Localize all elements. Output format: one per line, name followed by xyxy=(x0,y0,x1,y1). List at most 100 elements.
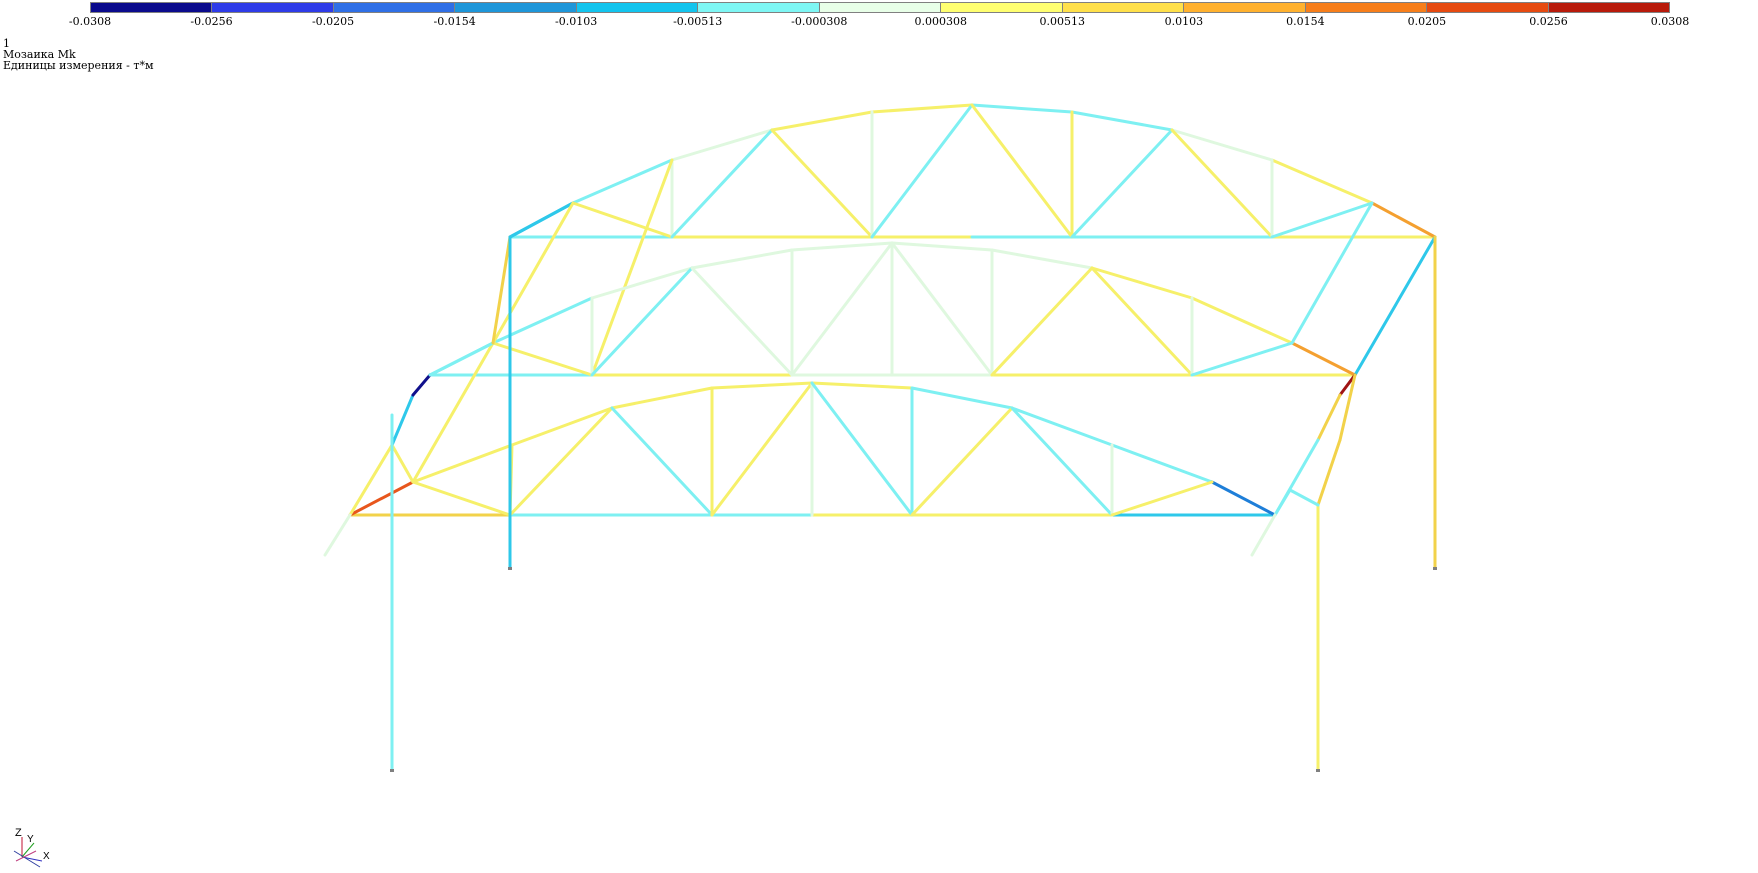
truss-member[interactable] xyxy=(510,406,614,447)
color-scale-segment xyxy=(1184,3,1306,12)
color-scale-tick: -0.0205 xyxy=(311,15,355,28)
truss-member[interactable] xyxy=(491,235,512,345)
truss-member[interactable] xyxy=(1290,201,1374,345)
color-scale-segment xyxy=(1548,3,1670,12)
truss-member[interactable] xyxy=(411,480,512,517)
truss-member[interactable] xyxy=(1210,480,1277,517)
truss-member[interactable] xyxy=(610,386,714,410)
truss-member[interactable] xyxy=(491,201,575,345)
truss-member[interactable] xyxy=(1090,266,1194,377)
truss-member[interactable] xyxy=(1250,513,1277,557)
truss-member[interactable] xyxy=(1270,201,1374,239)
color-scale-tick: -0.0256 xyxy=(190,15,233,28)
truss-member[interactable] xyxy=(970,103,1074,239)
truss-member[interactable] xyxy=(710,381,814,517)
truss-member[interactable] xyxy=(491,341,594,377)
color-scale-segment xyxy=(333,3,456,12)
truss-member[interactable] xyxy=(1370,201,1437,239)
truss-member[interactable] xyxy=(790,241,894,377)
truss-member[interactable] xyxy=(1273,488,1292,517)
truss-member[interactable] xyxy=(1190,296,1294,345)
truss-member[interactable] xyxy=(670,128,774,162)
color-scale-tick: 0.0308 xyxy=(1650,15,1690,28)
truss-member[interactable] xyxy=(590,158,674,377)
support-node[interactable] xyxy=(1316,769,1320,772)
color-scale-segment xyxy=(819,3,942,12)
truss-member[interactable] xyxy=(710,381,814,390)
mosaic-title: Мозаика Mk xyxy=(3,48,76,61)
truss-member[interactable] xyxy=(1353,235,1437,377)
truss-member[interactable] xyxy=(571,201,674,239)
truss-member[interactable] xyxy=(1110,480,1214,517)
truss-member[interactable] xyxy=(810,381,914,390)
truss-member[interactable] xyxy=(790,241,894,252)
truss-member[interactable] xyxy=(910,406,1014,517)
units-label: Единицы измерения - т*м xyxy=(3,59,154,72)
truss-member[interactable] xyxy=(810,381,914,517)
truss-member[interactable] xyxy=(1338,373,1357,397)
truss-member[interactable] xyxy=(1010,406,1114,447)
truss-member[interactable] xyxy=(508,406,614,517)
color-scale-tick: 0.000308 xyxy=(914,15,968,28)
truss-member[interactable] xyxy=(1170,128,1274,239)
truss-member[interactable] xyxy=(890,241,994,252)
truss-member[interactable] xyxy=(491,296,594,345)
truss-member[interactable] xyxy=(1090,266,1194,300)
truss-member[interactable] xyxy=(770,128,874,239)
support-node[interactable] xyxy=(390,769,394,772)
truss-member[interactable] xyxy=(1338,373,1357,442)
truss-member[interactable] xyxy=(870,103,974,114)
truss-member[interactable] xyxy=(1170,128,1274,162)
support-node[interactable] xyxy=(508,567,512,570)
truss-member[interactable] xyxy=(390,393,415,447)
truss-member[interactable] xyxy=(1270,158,1374,205)
truss-member[interactable] xyxy=(1316,393,1342,442)
axis-triad-icon: Z Y X xyxy=(13,827,50,868)
truss-member[interactable] xyxy=(770,110,874,132)
truss-member[interactable] xyxy=(411,341,495,484)
truss-member[interactable] xyxy=(1110,443,1214,484)
truss-member[interactable] xyxy=(348,480,415,517)
truss-member[interactable] xyxy=(870,103,974,239)
load-case-number: 1 xyxy=(3,37,10,50)
color-scale-bar xyxy=(90,2,1670,13)
truss-member[interactable] xyxy=(990,248,1094,270)
truss-member[interactable] xyxy=(1070,110,1174,132)
color-scale-tick: -0.000308 xyxy=(791,15,848,28)
truss-member[interactable] xyxy=(1290,341,1357,377)
truss-member[interactable] xyxy=(1010,406,1114,517)
support-node[interactable] xyxy=(1433,567,1437,570)
truss-member[interactable] xyxy=(690,248,794,270)
truss-member[interactable] xyxy=(1070,128,1174,239)
axis-x-label: X xyxy=(43,851,50,862)
truss-member[interactable] xyxy=(890,241,994,377)
truss-member[interactable] xyxy=(571,158,674,205)
truss-member[interactable] xyxy=(411,373,432,397)
color-scale-tick: -0.00513 xyxy=(673,15,723,28)
truss-member[interactable] xyxy=(690,266,794,377)
truss-member[interactable] xyxy=(910,386,1014,410)
truss-member[interactable] xyxy=(1288,488,1320,507)
truss-member[interactable] xyxy=(590,266,694,300)
truss-member[interactable] xyxy=(990,266,1094,377)
truss-member[interactable] xyxy=(970,103,1074,114)
truss-member[interactable] xyxy=(670,128,774,239)
truss-member[interactable] xyxy=(348,443,394,517)
truss-member[interactable] xyxy=(1190,341,1294,377)
axis-z-label: Z xyxy=(15,827,22,839)
truss-member[interactable] xyxy=(323,513,352,557)
truss-member[interactable] xyxy=(411,443,514,484)
truss-member[interactable] xyxy=(1316,438,1342,507)
truss-member[interactable] xyxy=(390,443,415,484)
truss-member[interactable] xyxy=(508,201,575,239)
truss-member[interactable] xyxy=(610,406,714,517)
color-scale-tick: 0.0154 xyxy=(1286,15,1325,28)
color-scale-tick: 0.0103 xyxy=(1164,15,1204,28)
color-scale-segment xyxy=(1062,3,1185,12)
truss-member[interactable] xyxy=(590,266,694,377)
truss-member[interactable] xyxy=(428,341,495,377)
color-scale-segment xyxy=(455,3,577,12)
axis-y-label: Y xyxy=(27,834,34,845)
color-scale-tick: 0.0205 xyxy=(1407,15,1447,28)
